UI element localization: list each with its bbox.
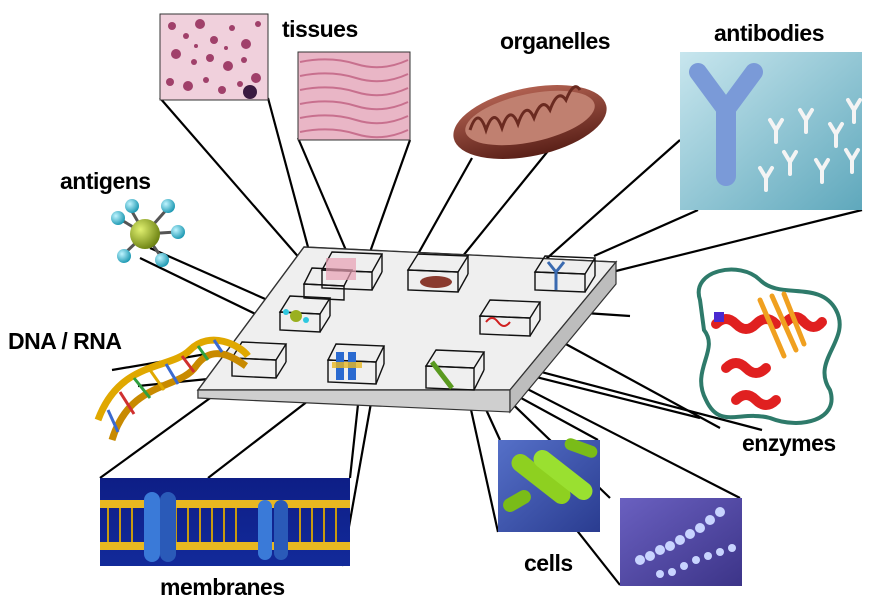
label-antigens: antigens	[60, 170, 151, 193]
label-organelles: organelles	[500, 30, 610, 53]
antibodies-image	[680, 52, 862, 210]
label-enzymes: enzymes	[742, 432, 836, 455]
label-cells: cells	[524, 552, 573, 575]
membrane-image	[100, 478, 350, 566]
mitochondrion-image	[447, 73, 614, 172]
antigen-molecule-image	[111, 199, 185, 267]
cocci-image	[620, 498, 742, 586]
tissue-stain-image	[160, 14, 268, 100]
label-tissues: tissues	[282, 18, 358, 41]
label-membranes: membranes	[160, 576, 285, 599]
tissue-muscle-image	[298, 52, 410, 140]
biochip-slide	[198, 247, 616, 412]
label-antibodies: antibodies	[714, 22, 824, 45]
bacteria-image	[498, 437, 600, 532]
enzyme-structure-image	[699, 270, 840, 423]
label-dna-rna: DNA / RNA	[8, 330, 121, 353]
